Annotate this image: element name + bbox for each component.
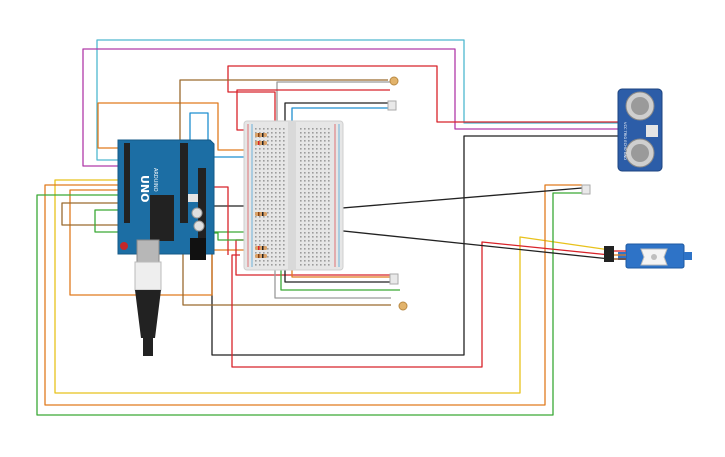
led-top[interactable] [387, 100, 397, 111]
arduino-brand-label: ARDUINO [152, 168, 158, 192]
resistor-1[interactable] [255, 133, 267, 137]
breadboard-holes [255, 128, 330, 266]
led-bottom[interactable] [389, 273, 399, 285]
arduino-reset-button[interactable] [120, 242, 128, 250]
resistor-5[interactable] [255, 254, 267, 258]
servo-shaft-icon [651, 254, 657, 260]
arduino-crystal [188, 194, 198, 202]
ultrasonic-sensor[interactable]: VCC TRIG ECHO GND [617, 88, 663, 172]
wire-green-outer[interactable] [36, 192, 582, 416]
capacitor-icon [191, 207, 203, 219]
wire-orange-outer[interactable] [44, 184, 582, 406]
arduino-model-label: UNO [138, 175, 151, 203]
wire-red-servo[interactable] [231, 241, 611, 368]
breadboard [243, 120, 344, 271]
servo-tab-right [684, 252, 692, 260]
wire-gray-top[interactable] [276, 81, 390, 130]
arduino-header-left [124, 143, 130, 223]
servo-tab-left [618, 252, 626, 260]
wire-magenta[interactable] [82, 48, 620, 167]
arduino-header-right [198, 168, 206, 238]
servo-motor[interactable] [604, 243, 692, 269]
arduino-usb-port [136, 239, 160, 263]
arduino-uno[interactable]: UNO ARDUINO [117, 139, 215, 356]
wire-blue-top[interactable] [189, 112, 250, 158]
arduino-power-jack [190, 238, 206, 260]
ultrasonic-transducer-inner [631, 97, 649, 115]
wire-brown-ldr[interactable] [179, 79, 388, 148]
resistor-4[interactable] [255, 246, 267, 250]
wire-black-sensor[interactable] [211, 135, 620, 356]
resistor-3[interactable] [255, 212, 267, 216]
arduino-microcontroller [150, 195, 174, 241]
ultrasonic-pin-labels: VCC TRIG ECHO GND [623, 122, 627, 160]
capacitor-icon [193, 220, 205, 232]
arduino-header-right-top [180, 143, 188, 223]
photoresistor-bottom[interactable] [398, 301, 408, 311]
ultrasonic-transducer-inner [631, 144, 649, 162]
wire-orange-top[interactable] [97, 102, 260, 151]
wire-cyan[interactable] [96, 39, 620, 161]
breadboard-center-channel [288, 121, 296, 270]
usb-cable-connector [134, 261, 162, 291]
led-middle[interactable] [581, 184, 591, 195]
usb-cable-wire [143, 338, 153, 356]
usb-cable-plug [135, 290, 161, 338]
ultrasonic-crystal [646, 125, 658, 137]
resistor-2[interactable] [255, 141, 267, 145]
wire-red-sensor[interactable] [227, 65, 620, 125]
photoresistor-top[interactable] [389, 76, 399, 86]
wire-yellow-servo[interactable] [54, 179, 611, 394]
servo-connector [604, 246, 614, 262]
